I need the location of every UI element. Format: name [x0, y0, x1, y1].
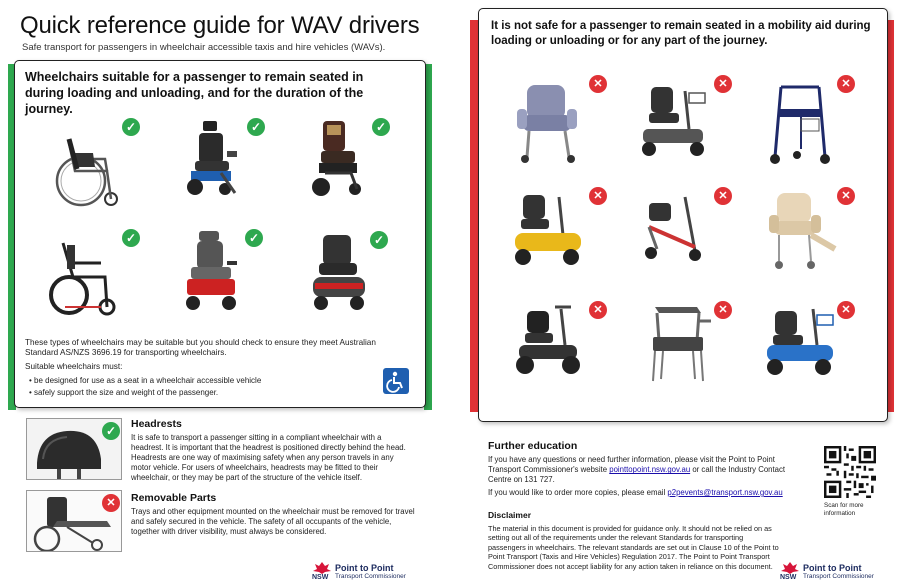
blue-mobility-scooter-image: [767, 308, 834, 375]
tilt-in-space-wheelchair-image: [312, 121, 361, 196]
check-icon: ✓: [247, 118, 265, 136]
wheelchair-tray-image: [26, 490, 122, 552]
cross-icon: ✕: [837, 75, 855, 93]
cross-icon: ✕: [714, 75, 732, 93]
unsafe-mobility-aids-panel: It is not safe for a passenger to remain…: [478, 8, 888, 422]
rollator-walker-image: [770, 85, 830, 164]
wheelchair-accessibility-icon: [383, 368, 409, 394]
standard-note: These types of wheelchairs may be suitab…: [25, 338, 376, 357]
commode-chair-image: [652, 307, 711, 382]
cross-icon: ✕: [589, 301, 607, 319]
folding-scooter-image: [645, 196, 701, 261]
three-wheel-scooter-image: [516, 305, 580, 374]
qr-code-icon[interactable]: [824, 446, 876, 498]
compact-power-chair-image: [313, 235, 365, 310]
cross-icon: ✕: [714, 301, 732, 319]
qr-caption: Scan for more information: [824, 502, 864, 517]
check-icon: ✓: [370, 231, 388, 249]
power-wheelchair-tilt-image: [187, 121, 237, 195]
green-accent-bar-right: [424, 64, 432, 410]
logo-sub-text: Transport Commissioner: [803, 573, 874, 580]
headrests-title: Headrests: [131, 418, 182, 430]
disclaimer-title: Disclaimer: [488, 510, 531, 520]
comfort-care-chair-image: [769, 193, 837, 269]
page-title: Quick reference guide for WAV drivers: [20, 12, 420, 39]
point-to-point-logo: NSW Point to Point Transport Commissione…: [780, 561, 874, 583]
check-icon: ✓: [122, 229, 140, 247]
website-link[interactable]: pointtopoint.nsw.gov.au: [609, 465, 691, 475]
cross-icon: ✕: [589, 187, 607, 205]
page-subtitle: Safe transport for passengers in wheelch…: [22, 42, 386, 53]
logo-sub-text: Transport Commissioner: [335, 573, 406, 580]
disclaimer-body: The material in this document is provide…: [488, 524, 779, 571]
order-copies-text: If you would like to order more copies, …: [488, 488, 808, 498]
unsafe-heading: It is not safe for a passenger to remain…: [491, 20, 871, 47]
further-education-title: Further education: [488, 440, 578, 452]
removable-body: Trays and other equipment mounted on the…: [131, 507, 415, 536]
point-to-point-logo: NSW Point to Point Transport Commissione…: [312, 561, 406, 583]
list-item: safely support the size and weight of th…: [29, 387, 261, 399]
list-item: be designed for use as a seat in a wheel…: [29, 375, 261, 387]
logo-main-text: Point to Point: [803, 563, 862, 573]
cross-icon: ✕: [837, 187, 855, 205]
email-link[interactable]: p2pevents@transport.nsw.gov.au: [667, 488, 783, 497]
folding-power-wheelchair-image: [49, 242, 116, 316]
check-icon: ✓: [122, 118, 140, 136]
red-accent-bar-right: [886, 20, 894, 412]
further-education-body: If you have any questions or need furthe…: [488, 455, 808, 486]
check-icon: ✓: [372, 118, 390, 136]
order-text: If you would like to order more copies, …: [488, 488, 668, 497]
green-accent-bar-left: [8, 64, 16, 410]
suitable-must-list: be designed for use as a seat in a wheel…: [29, 375, 261, 399]
suitable-must-title: Suitable wheelchairs must:: [25, 362, 123, 371]
cross-icon: ✕: [102, 494, 120, 512]
nsw-waratah-icon: NSW: [780, 561, 800, 583]
manual-wheelchair-image: [55, 138, 118, 207]
mid-wheel-power-chair-image: [186, 231, 237, 310]
cross-icon: ✕: [837, 301, 855, 319]
check-icon: ✓: [245, 229, 263, 247]
recliner-chair-image: [517, 85, 577, 163]
further-body-text: If you have any questions or need furthe…: [488, 455, 775, 475]
nsw-waratah-icon: NSW: [312, 561, 332, 583]
nsw-label: NSW: [312, 574, 329, 581]
suitable-heading: Wheelchairs suitable for a passenger to …: [25, 70, 364, 116]
logo-main-text: Point to Point: [335, 563, 394, 573]
yellow-scooter-image: [515, 195, 581, 265]
check-icon: ✓: [102, 422, 120, 440]
red-accent-bar-left: [470, 20, 478, 412]
further-body-text-end: or call the Industry Contact Centre on 1…: [488, 465, 786, 485]
cross-icon: ✕: [714, 187, 732, 205]
nsw-label: NSW: [780, 574, 797, 581]
headrests-body: It is safe to transport a passenger sitt…: [131, 433, 406, 482]
cross-icon: ✕: [589, 75, 607, 93]
suitable-wheelchairs-panel: Wheelchairs suitable for a passenger to …: [14, 60, 426, 408]
removable-title: Removable Parts: [131, 492, 217, 504]
mobility-scooter-image: [642, 87, 706, 156]
